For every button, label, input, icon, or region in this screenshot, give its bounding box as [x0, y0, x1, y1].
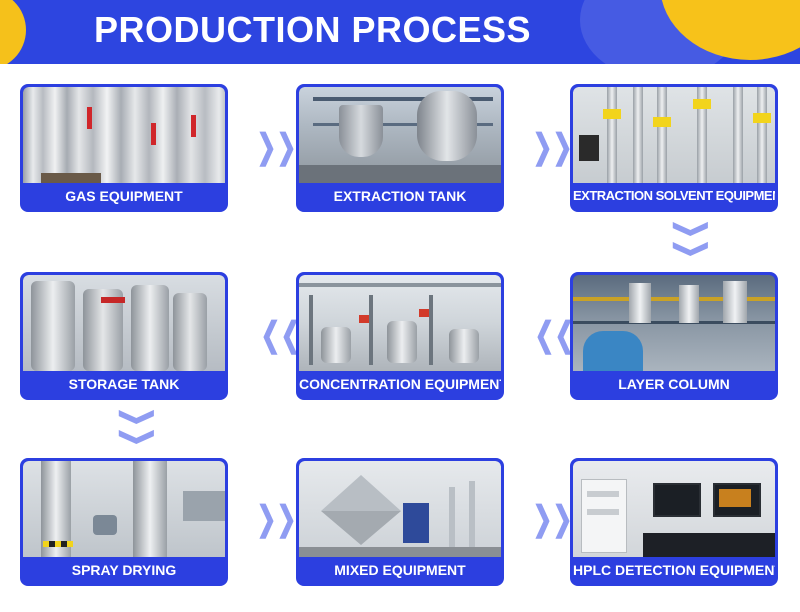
- step-card-extraction-tank: EXTRACTION TANK: [296, 84, 504, 212]
- step-label: CONCENTRATION EQUIPMENT: [299, 376, 504, 392]
- gas-equipment-photo: [23, 87, 225, 183]
- header-banner: PRODUCTION PROCESS: [0, 0, 800, 64]
- page-title: PRODUCTION PROCESS: [94, 9, 532, 50]
- step-card-hplc-detection-equipment: HPLC DETECTION EQUIPMENT: [570, 458, 778, 586]
- step-label: MIXED EQUIPMENT: [334, 562, 466, 578]
- step-card-storage-tank: STORAGE TANK: [20, 272, 228, 400]
- step-label: LAYER COLUMN: [618, 376, 730, 392]
- step-label: SPRAY DRYING: [71, 562, 177, 578]
- mixed-equipment-photo: [299, 461, 501, 557]
- flow-arrow-down-icon: ❯❯: [119, 407, 158, 447]
- spray-drying-photo: [23, 461, 225, 557]
- step-label: EXTRACTION TANK: [333, 188, 467, 204]
- step-card-concentration-equipment: CONCENTRATION EQUIPMENT: [296, 272, 504, 400]
- flow-arrow-left-icon: ❮❮: [534, 316, 575, 354]
- extraction-tank-photo: [299, 87, 501, 183]
- flow-arrow-right-icon: ❯❯: [256, 128, 297, 166]
- flow-arrow-right-icon: ❯❯: [532, 500, 573, 538]
- concentration-equipment-photo: [299, 275, 501, 371]
- step-card-gas-equipment: GAS EQUIPMENT: [20, 84, 228, 212]
- extraction-solvent-equipment-photo: [573, 87, 775, 183]
- step-card-layer-column: LAYER COLUMN: [570, 272, 778, 400]
- hplc-detection-equipment-photo: [573, 461, 775, 557]
- step-card-spray-drying: SPRAY DRYING: [20, 458, 228, 586]
- step-label: EXTRACTION SOLVENT EQUIPMENT: [573, 188, 778, 203]
- step-label: GAS EQUIPMENT: [65, 188, 183, 204]
- step-card-mixed-equipment: MIXED EQUIPMENT: [296, 458, 504, 586]
- layer-column-photo: [573, 275, 775, 371]
- flow-arrow-left-icon: ❮❮: [260, 316, 301, 354]
- flow-arrow-right-icon: ❯❯: [256, 500, 297, 538]
- step-card-extraction-solvent-equipment: EXTRACTION SOLVENT EQUIPMENT: [570, 84, 778, 212]
- step-label: HPLC DETECTION EQUIPMENT: [573, 562, 778, 578]
- flow-arrow-right-icon: ❯❯: [532, 128, 573, 166]
- flow-arrow-down-icon: ❯❯: [673, 219, 712, 259]
- storage-tank-photo: [23, 275, 225, 371]
- step-label: STORAGE TANK: [68, 376, 180, 392]
